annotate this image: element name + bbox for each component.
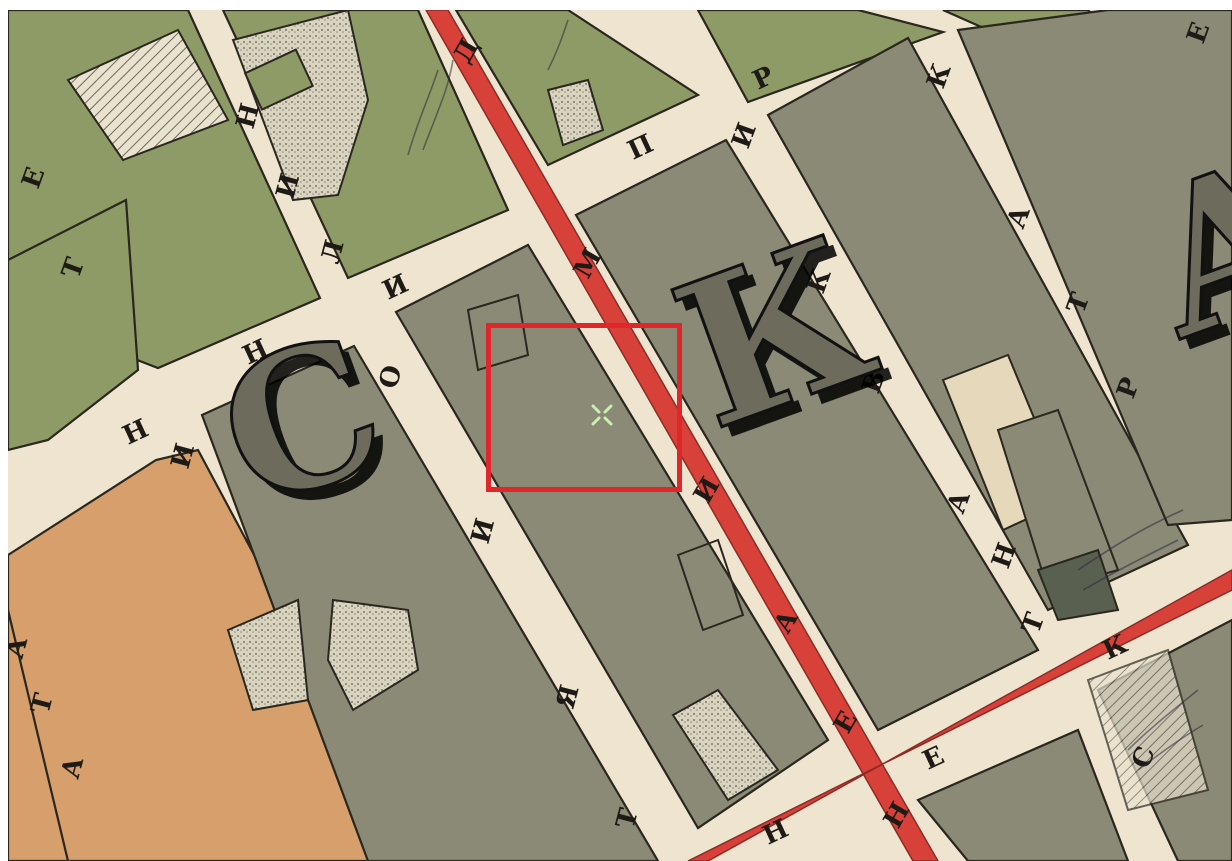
building-outline-mid — [676, 538, 745, 632]
building-bottom-right-hatch — [1086, 648, 1210, 812]
handwriting-scribble — [1127, 689, 1204, 771]
hatched-building — [66, 28, 230, 162]
handwriting-scribble — [1077, 509, 1184, 591]
handwriting-marks — [407, 19, 1204, 771]
speckled-building-lower — [326, 598, 420, 712]
building-outline-small — [466, 293, 530, 372]
block-col4-top — [696, 10, 947, 104]
block-col4-mid — [574, 138, 1040, 732]
map-canvas: А Т А Е Т Н И Н Н И Л И П Р О И Я Т Д М … — [8, 10, 1232, 861]
crosshair-icon[interactable] — [590, 403, 614, 427]
speckled-building-mid — [546, 78, 605, 147]
block-bottom-mid — [916, 728, 1130, 861]
block-col3-mid — [394, 243, 830, 830]
block-left-lower — [8, 609, 70, 861]
map-viewport[interactable]: А Т А Е Т Н И Н Н И Л И П Р О И Я Т Д М … — [8, 10, 1232, 861]
block-col5-mid — [766, 36, 1190, 612]
block-col2-mid — [200, 344, 660, 861]
speckled-building-left — [226, 598, 310, 712]
main-road — [425, 10, 1232, 861]
speckled-building-top — [231, 10, 370, 202]
building-right-dark — [1036, 548, 1120, 622]
building-top-small — [243, 48, 315, 111]
selection-rectangle[interactable] — [486, 323, 682, 492]
handwriting-scribble — [547, 19, 569, 71]
block-col6 — [956, 10, 1232, 527]
speckled-building-bottom — [671, 688, 780, 802]
buildings — [66, 10, 1210, 812]
handwriting-scribble — [407, 59, 454, 156]
block-left-upper — [8, 198, 140, 452]
